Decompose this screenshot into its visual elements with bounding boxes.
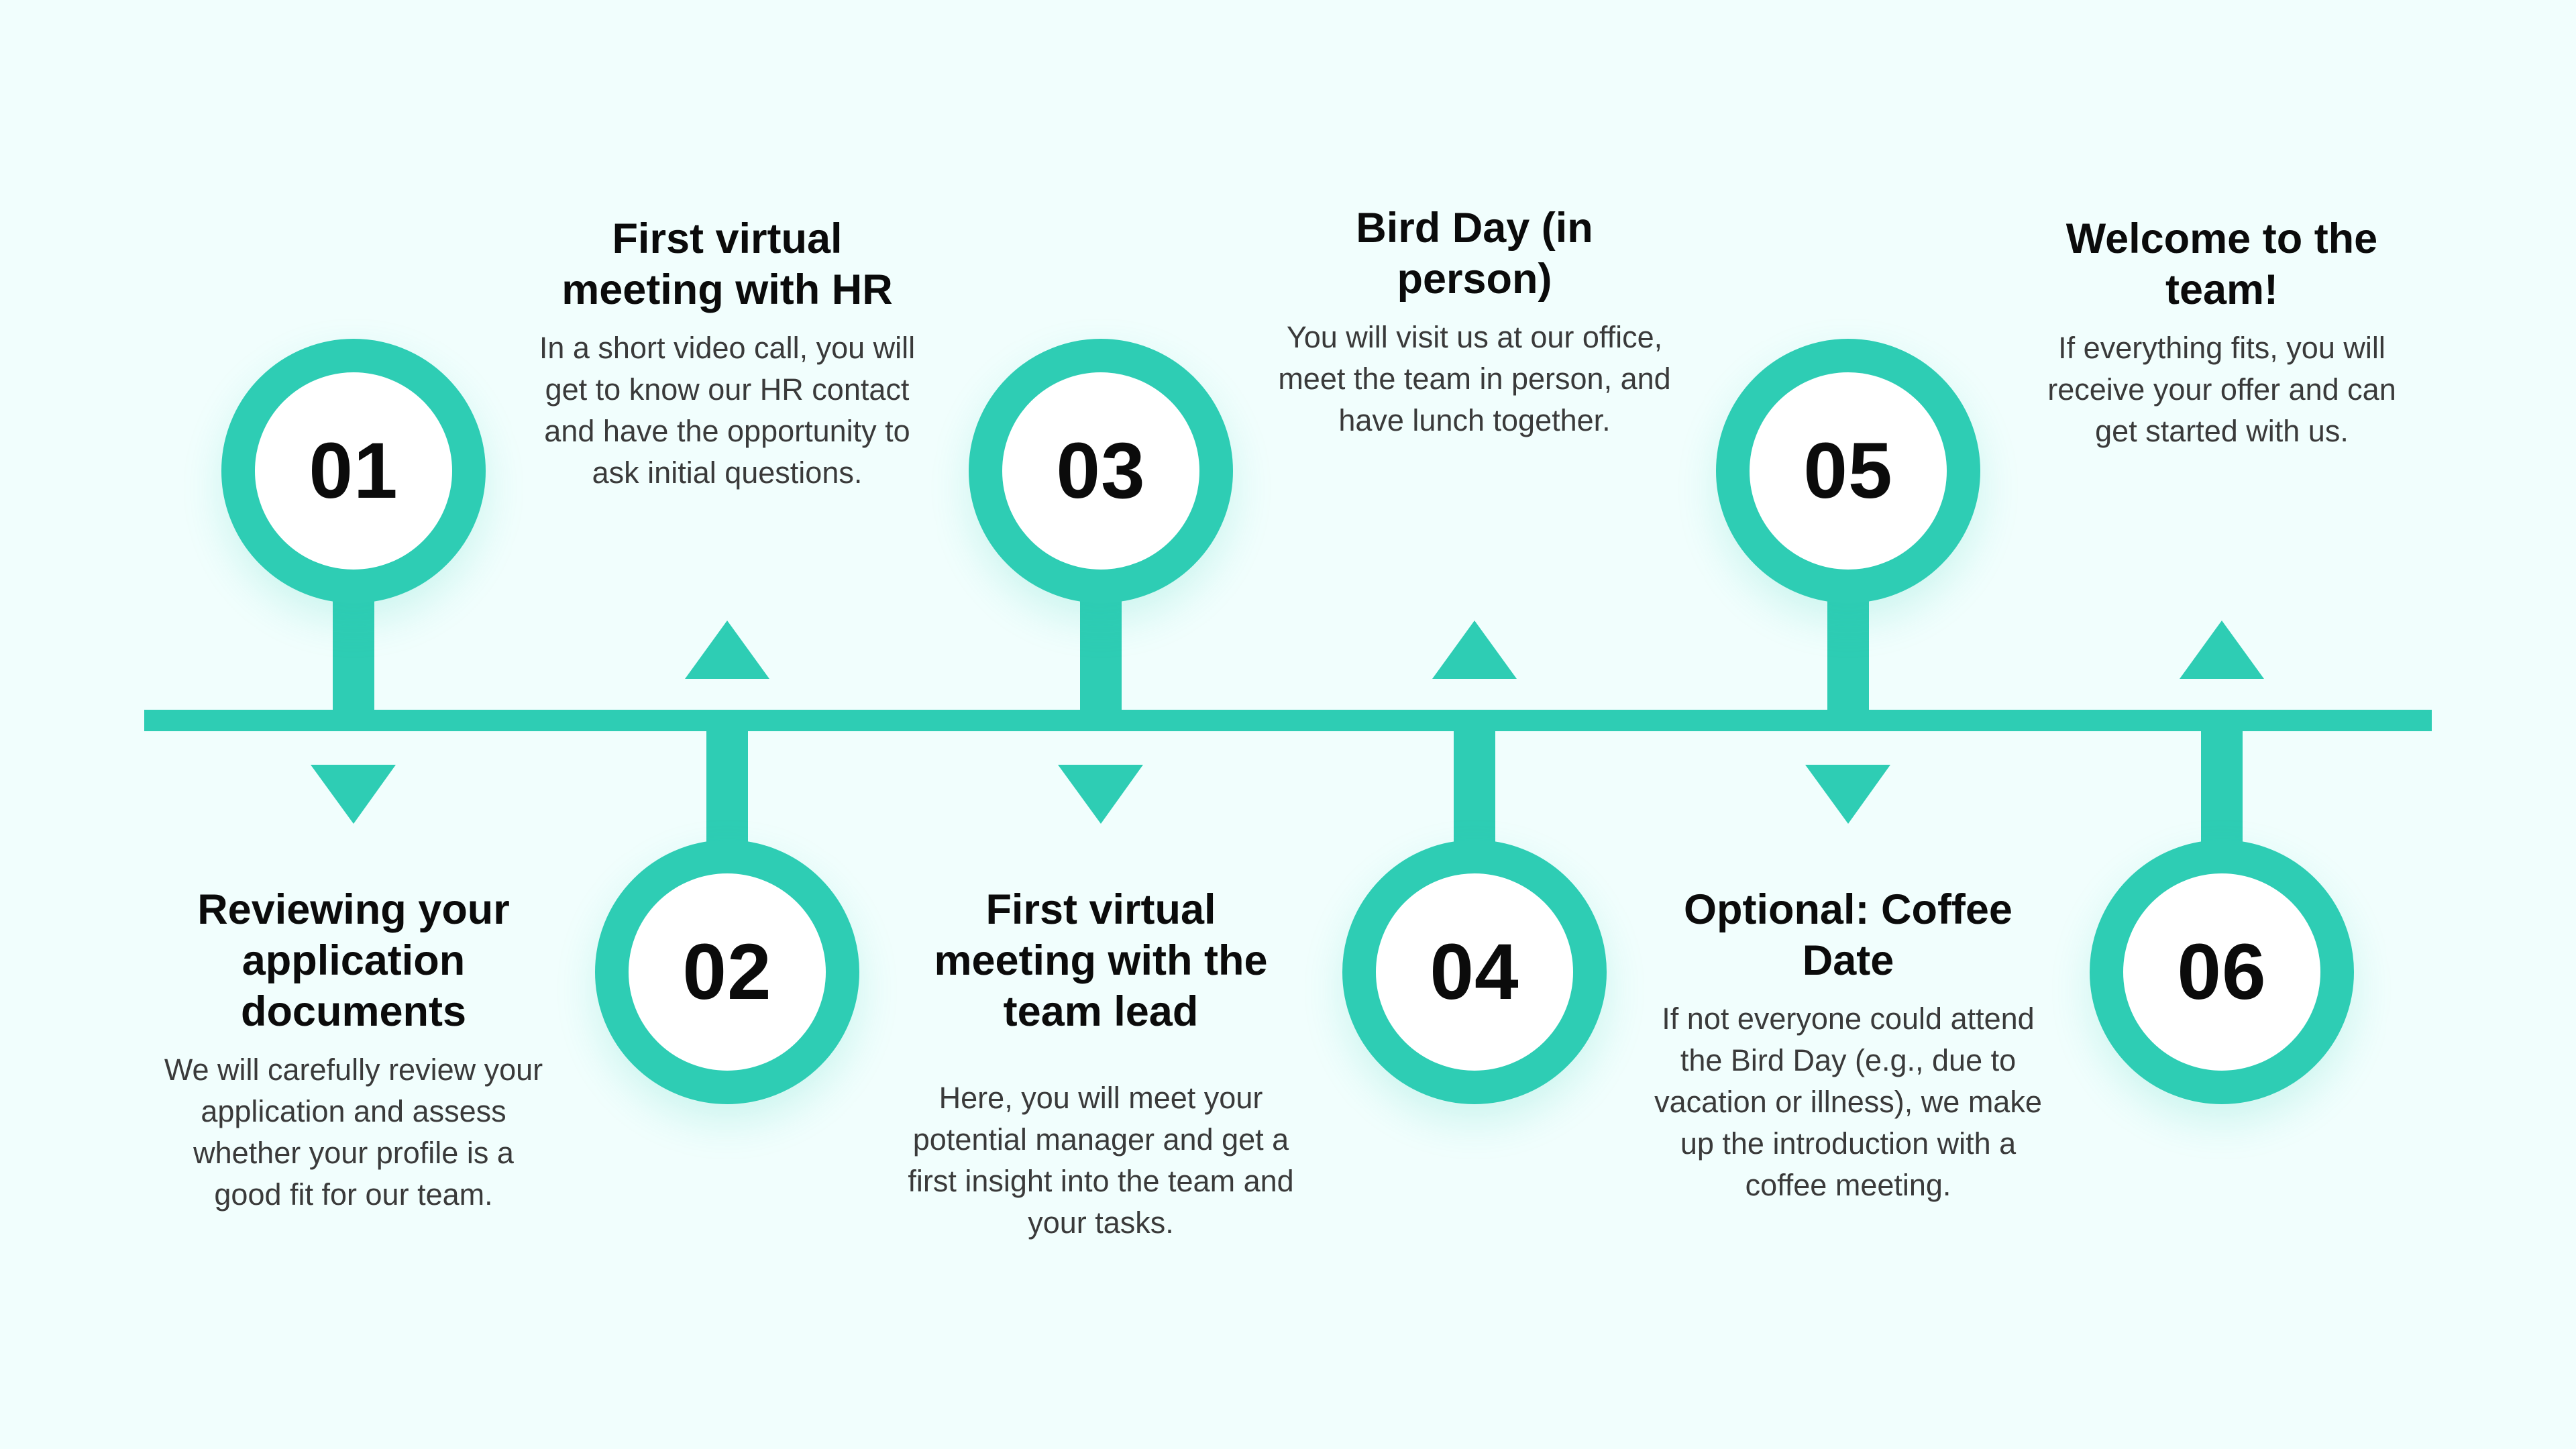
step-circle-02: 02 <box>595 840 859 1104</box>
step-desc-03: Here, you will meet your potential manag… <box>908 1081 1294 1240</box>
stem-05 <box>1827 590 1869 721</box>
step-circle-03: 03 <box>969 339 1233 603</box>
step-desc-06: If everything fits, you will receive you… <box>2047 331 2396 448</box>
step-number-03: 03 <box>1056 427 1146 515</box>
arrow-down-05 <box>1805 765 1890 824</box>
step-number-05: 05 <box>1803 427 1893 515</box>
step-title-03: First virtual meeting with the team lead <box>934 886 1268 1035</box>
step-text-02: First virtual meeting with HR In a short… <box>529 213 925 494</box>
step-circle-05: 05 <box>1716 339 1980 603</box>
step-desc-01: We will carefully review your applicatio… <box>164 1053 543 1212</box>
arrow-up-04 <box>1432 621 1517 679</box>
arrow-up-02 <box>685 621 769 679</box>
stem-03 <box>1080 590 1122 721</box>
arrow-down-03 <box>1058 765 1143 824</box>
stem-02 <box>706 721 748 852</box>
stem-06 <box>2201 721 2243 852</box>
step-number-06: 06 <box>2177 928 2267 1016</box>
step-title-04: Bird Day (in person) <box>1356 205 1593 303</box>
step-title-02: First virtual meeting with HR <box>561 215 893 313</box>
step-circle-04: 04 <box>1342 840 1607 1104</box>
arrow-up-06 <box>2180 621 2264 679</box>
step-desc-05: If not everyone could attend the Bird Da… <box>1654 1002 2042 1202</box>
step-text-03: First virtual meeting with the team lead… <box>903 884 1299 1244</box>
step-text-06: Welcome to the team! If everything fits,… <box>2024 213 2420 452</box>
step-number-02: 02 <box>682 928 772 1016</box>
timeline-axis <box>144 710 2432 731</box>
step-title-01: Reviewing your application documents <box>197 886 510 1035</box>
step-title-05: Optional: Coffee Date <box>1684 886 2012 984</box>
step-text-05: Optional: Coffee Date If not everyone co… <box>1650 884 2046 1206</box>
step-text-04: Bird Day (in person) You will visit us a… <box>1277 203 1672 441</box>
stem-04 <box>1454 721 1495 852</box>
arrow-down-01 <box>311 765 396 824</box>
step-desc-04: You will visit us at our office, meet th… <box>1278 320 1671 437</box>
step-text-01: Reviewing your application documents We … <box>156 884 551 1216</box>
step-circle-01: 01 <box>221 339 486 603</box>
step-number-01: 01 <box>309 427 398 515</box>
step-desc-02: In a short video call, you will get to k… <box>539 331 916 490</box>
step-title-06: Welcome to the team! <box>2065 215 2378 313</box>
stem-01 <box>333 590 374 721</box>
step-number-04: 04 <box>1430 928 1519 1016</box>
step-circle-06: 06 <box>2090 840 2354 1104</box>
